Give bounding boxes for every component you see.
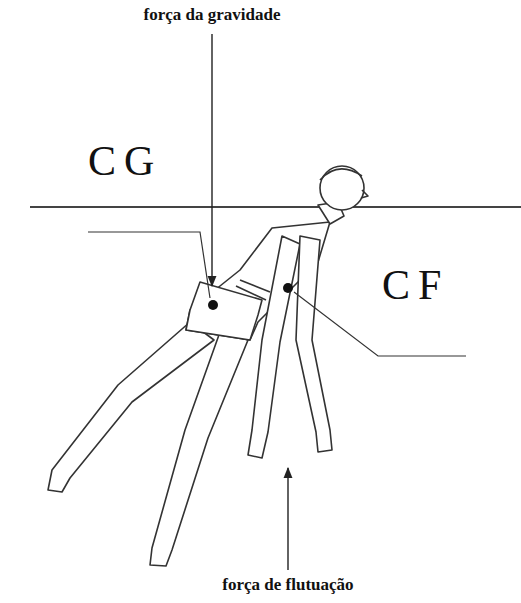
leader-line <box>88 232 210 298</box>
point-label: CG <box>88 138 162 184</box>
point-label: CF <box>382 262 449 308</box>
human-figure <box>48 166 368 566</box>
force-label: força da gravidade <box>144 6 281 25</box>
center-of-buoyancy-dot <box>283 283 293 293</box>
gravity-arrow <box>211 34 212 286</box>
force-label: força de flutuação <box>222 576 353 595</box>
center-of-gravity-dot <box>208 300 218 310</box>
buoyancy-arrow <box>287 468 288 570</box>
water-line <box>30 206 521 208</box>
